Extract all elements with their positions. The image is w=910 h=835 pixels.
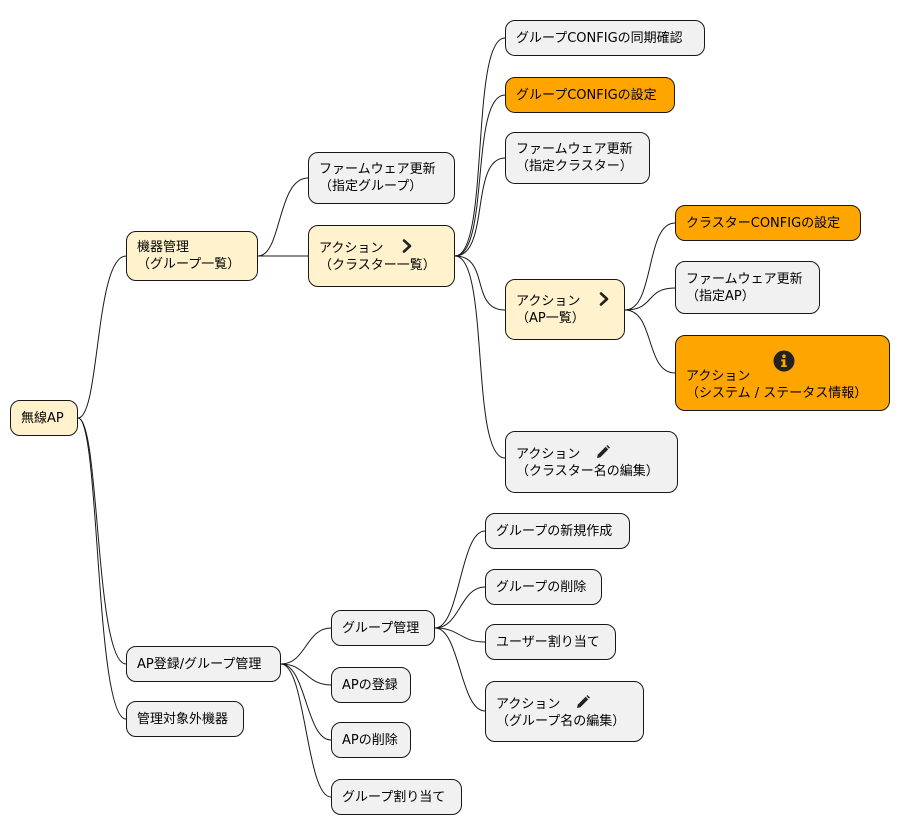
cluster-config-set-label: クラスターCONFIGの設定	[686, 215, 841, 231]
root-label: 無線AP	[21, 410, 64, 426]
firmware-update-cluster-title: ファームウェア更新	[516, 142, 633, 157]
action-ap-list-node[interactable]: アクション （AP一覧）	[505, 279, 625, 340]
firmware-update-ap-node[interactable]: ファームウェア更新 （指定AP）	[675, 261, 820, 314]
action-cluster-list-title: アクション	[319, 240, 384, 256]
pencil-icon[interactable]	[575, 694, 591, 710]
unmanaged-devices-node[interactable]: 管理対象外機器	[126, 701, 244, 737]
group-delete-label: グループの削除	[496, 579, 587, 595]
chevron-right-icon[interactable]	[400, 238, 414, 253]
ap-registration-group-management-label: AP登録/グループ管理	[137, 656, 262, 672]
action-cluster-list-node[interactable]: アクション （クラスター一覧）	[308, 225, 455, 287]
group-assign-node[interactable]: グループ割り当て	[331, 779, 462, 815]
action-cluster-rename-subtitle: （クラスター名の編集）	[516, 464, 659, 479]
ap-register-node[interactable]: APの登録	[331, 667, 411, 703]
ap-delete-node[interactable]: APの削除	[331, 722, 411, 758]
action-cluster-rename-node[interactable]: アクション （クラスター名の編集）	[505, 431, 678, 493]
ap-register-label: APの登録	[342, 677, 398, 693]
group-management-node[interactable]: グループ管理	[331, 610, 435, 646]
chevron-right-icon[interactable]	[597, 292, 611, 306]
action-cluster-list-subtitle: （クラスター一覧）	[319, 257, 436, 273]
firmware-update-cluster-subtitle: （指定クラスター）	[516, 159, 633, 174]
action-ap-list-subtitle: （AP一覧）	[516, 311, 585, 326]
group-delete-node[interactable]: グループの削除	[485, 569, 602, 605]
group-config-sync-node[interactable]: グループCONFIGの同期確認	[505, 20, 705, 56]
group-create-label: グループの新規作成	[496, 523, 613, 539]
firmware-update-cluster-node[interactable]: ファームウェア更新 （指定クラスター）	[505, 132, 650, 184]
device-management-node[interactable]: 機器管理 （グループ一覧）	[126, 231, 258, 281]
firmware-update-group-node[interactable]: ファームウェア更新 （指定グループ）	[308, 152, 455, 204]
action-group-rename-title: アクション	[496, 696, 561, 712]
group-create-node[interactable]: グループの新規作成	[485, 513, 630, 549]
firmware-update-ap-title: ファームウェア更新	[686, 271, 803, 287]
firmware-update-group-subtitle: （指定グループ）	[319, 179, 423, 194]
action-system-status-node[interactable]: アクション （システム / ステータス情報）	[675, 335, 890, 411]
user-assign-node[interactable]: ユーザー割り当て	[485, 624, 616, 660]
firmware-update-ap-subtitle: （指定AP）	[686, 288, 755, 304]
device-management-subtitle: （グループ一覧）	[137, 257, 241, 272]
action-group-rename-subtitle: （グループ名の編集）	[496, 713, 626, 729]
unmanaged-devices-label: 管理対象外機器	[137, 711, 229, 727]
ap-registration-group-management-node[interactable]: AP登録/グループ管理	[126, 646, 281, 682]
action-cluster-rename-title: アクション	[516, 447, 581, 462]
group-config-set-node[interactable]: グループCONFIGの設定	[505, 77, 675, 113]
group-assign-label: グループ割り当て	[342, 789, 446, 805]
action-group-rename-node[interactable]: アクション （グループ名の編集）	[485, 681, 644, 742]
group-config-sync-label: グループCONFIGの同期確認	[516, 30, 683, 46]
group-management-label: グループ管理	[342, 620, 420, 636]
user-assign-label: ユーザー割り当て	[496, 634, 600, 650]
firmware-update-group-title: ファームウェア更新	[319, 162, 436, 177]
cluster-config-set-node[interactable]: クラスターCONFIGの設定	[675, 205, 861, 241]
info-icon[interactable]	[773, 350, 795, 372]
action-system-status-title: アクション	[686, 369, 751, 384]
ap-delete-label: APの削除	[342, 732, 398, 748]
root-node[interactable]: 無線AP	[10, 400, 78, 436]
device-management-title: 機器管理	[137, 240, 190, 255]
action-ap-list-title: アクション	[516, 294, 581, 309]
action-system-status-subtitle: （システム / ステータス情報）	[686, 386, 868, 401]
group-config-set-label: グループCONFIGの設定	[516, 87, 657, 103]
pencil-icon[interactable]	[595, 444, 611, 460]
